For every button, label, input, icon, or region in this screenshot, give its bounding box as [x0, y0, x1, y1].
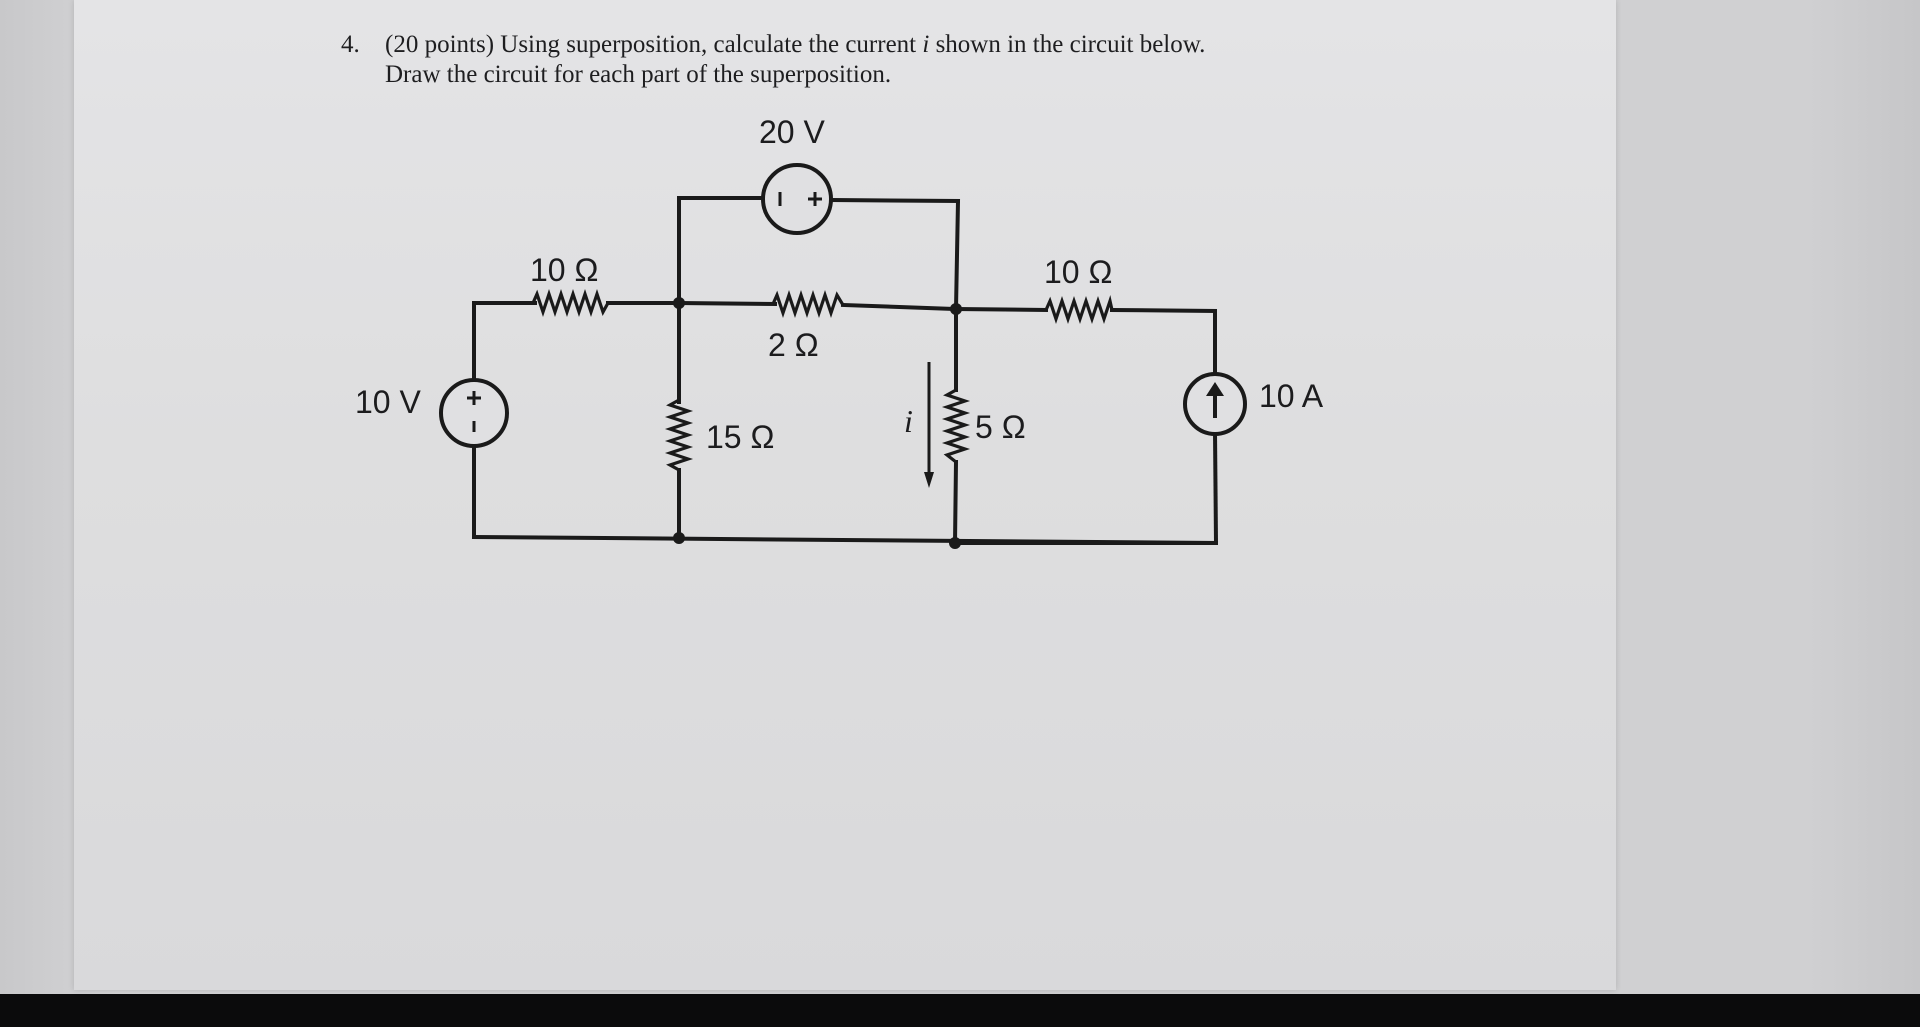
question-line-2: Draw the circuit for each part of the su…: [385, 61, 892, 88]
resistor-10-ohm-right: [1044, 295, 1114, 325]
wire-top-right: [829, 197, 961, 204]
resistor-10-ohm-left: [531, 288, 610, 318]
voltage-source-10v: [439, 378, 509, 448]
label-r-left-top: 10 Ω: [530, 252, 598, 288]
junction-bottom-2: [949, 537, 961, 549]
monitor-bezel: [0, 994, 1920, 1027]
resistor-5-ohm: [941, 388, 971, 464]
label-10v: 10 V: [355, 384, 421, 420]
junction-node-2: [950, 303, 962, 315]
label-r-15: 15 Ω: [706, 419, 774, 455]
wire-right-down-b: [1212, 429, 1219, 546]
label-current-i: i: [904, 403, 913, 439]
question-line-1-start: (20 points) Using superposition, calcula…: [385, 31, 923, 58]
question-line-1: (20 points) Using superposition, calcula…: [385, 30, 1205, 60]
wire-right-top-b: [1109, 307, 1218, 314]
junction-bottom-1: [673, 532, 685, 544]
arrow-up-icon: [1206, 382, 1224, 396]
wire-left-top: [472, 301, 537, 310]
wire-mid-left: [676, 300, 778, 307]
wire-node2-up: [953, 198, 961, 312]
junction-dots: [673, 297, 962, 549]
label-r-middle: 2 Ω: [768, 327, 819, 363]
question-number: 4.: [341, 31, 360, 58]
circuit-wires: [471, 196, 1219, 546]
resistor-2-ohm: [771, 289, 845, 319]
label-r-5: 5 Ω: [975, 409, 1026, 445]
question-variable: i: [922, 31, 930, 58]
current-source-10a: [1183, 372, 1247, 436]
current-i-arrow: [924, 362, 934, 488]
arrow-down-icon: [924, 472, 934, 488]
label-r-right-top: 10 Ω: [1044, 254, 1112, 290]
wire-right-top-a: [953, 306, 1049, 313]
document-page: [74, 0, 1616, 990]
voltage-source-20v: [761, 163, 833, 235]
wire-mid-right: [840, 302, 959, 312]
label-10a: 10 A: [1259, 378, 1324, 414]
resistor-15-ohm: [664, 398, 694, 472]
wire-node2-down-b: [952, 459, 959, 546]
question-line-1-end: shown in the circuit below.: [929, 31, 1206, 58]
junction-node-1: [673, 297, 685, 309]
label-20v: 20 V: [759, 114, 825, 150]
